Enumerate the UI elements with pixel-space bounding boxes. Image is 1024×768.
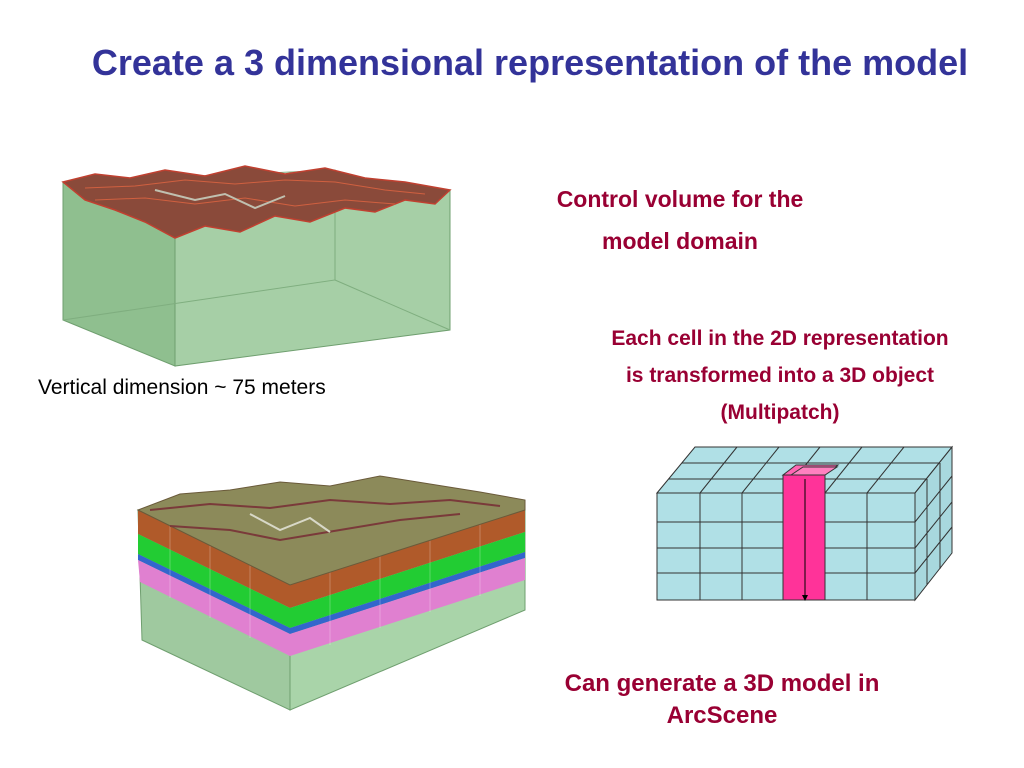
cell-transform-line-3: (Multipatch) bbox=[720, 401, 840, 424]
arcscene-line-2: ArcScene bbox=[666, 702, 778, 729]
layered-model-figure bbox=[136, 475, 526, 711]
slide-title-text: Create a 3 dimensional representation of… bbox=[91, 42, 969, 83]
control-volume-figure bbox=[61, 165, 452, 367]
arcscene-line-1: Can generate a 3D model in bbox=[564, 670, 880, 697]
cell-transform-caption: Each cell in the 2D representation is tr… bbox=[560, 320, 1000, 431]
arcscene-caption: Can generate a 3D model in ArcScene bbox=[512, 668, 932, 732]
slide-title: Create a 3 dimensional representation of… bbox=[60, 40, 1000, 86]
control-volume-line-1: Control volume for the bbox=[556, 186, 804, 212]
grid-3d-figure bbox=[655, 445, 954, 602]
cell-transform-line-2: is transformed into a 3D object bbox=[625, 364, 935, 387]
control-volume-line-2: model domain bbox=[602, 228, 758, 254]
vertical-dimension-note: Vertical dimension ~ 75 meters bbox=[38, 376, 326, 399]
cell-transform-line-1: Each cell in the 2D representation bbox=[611, 327, 949, 350]
control-volume-caption: Control volume for the model domain bbox=[490, 178, 870, 262]
